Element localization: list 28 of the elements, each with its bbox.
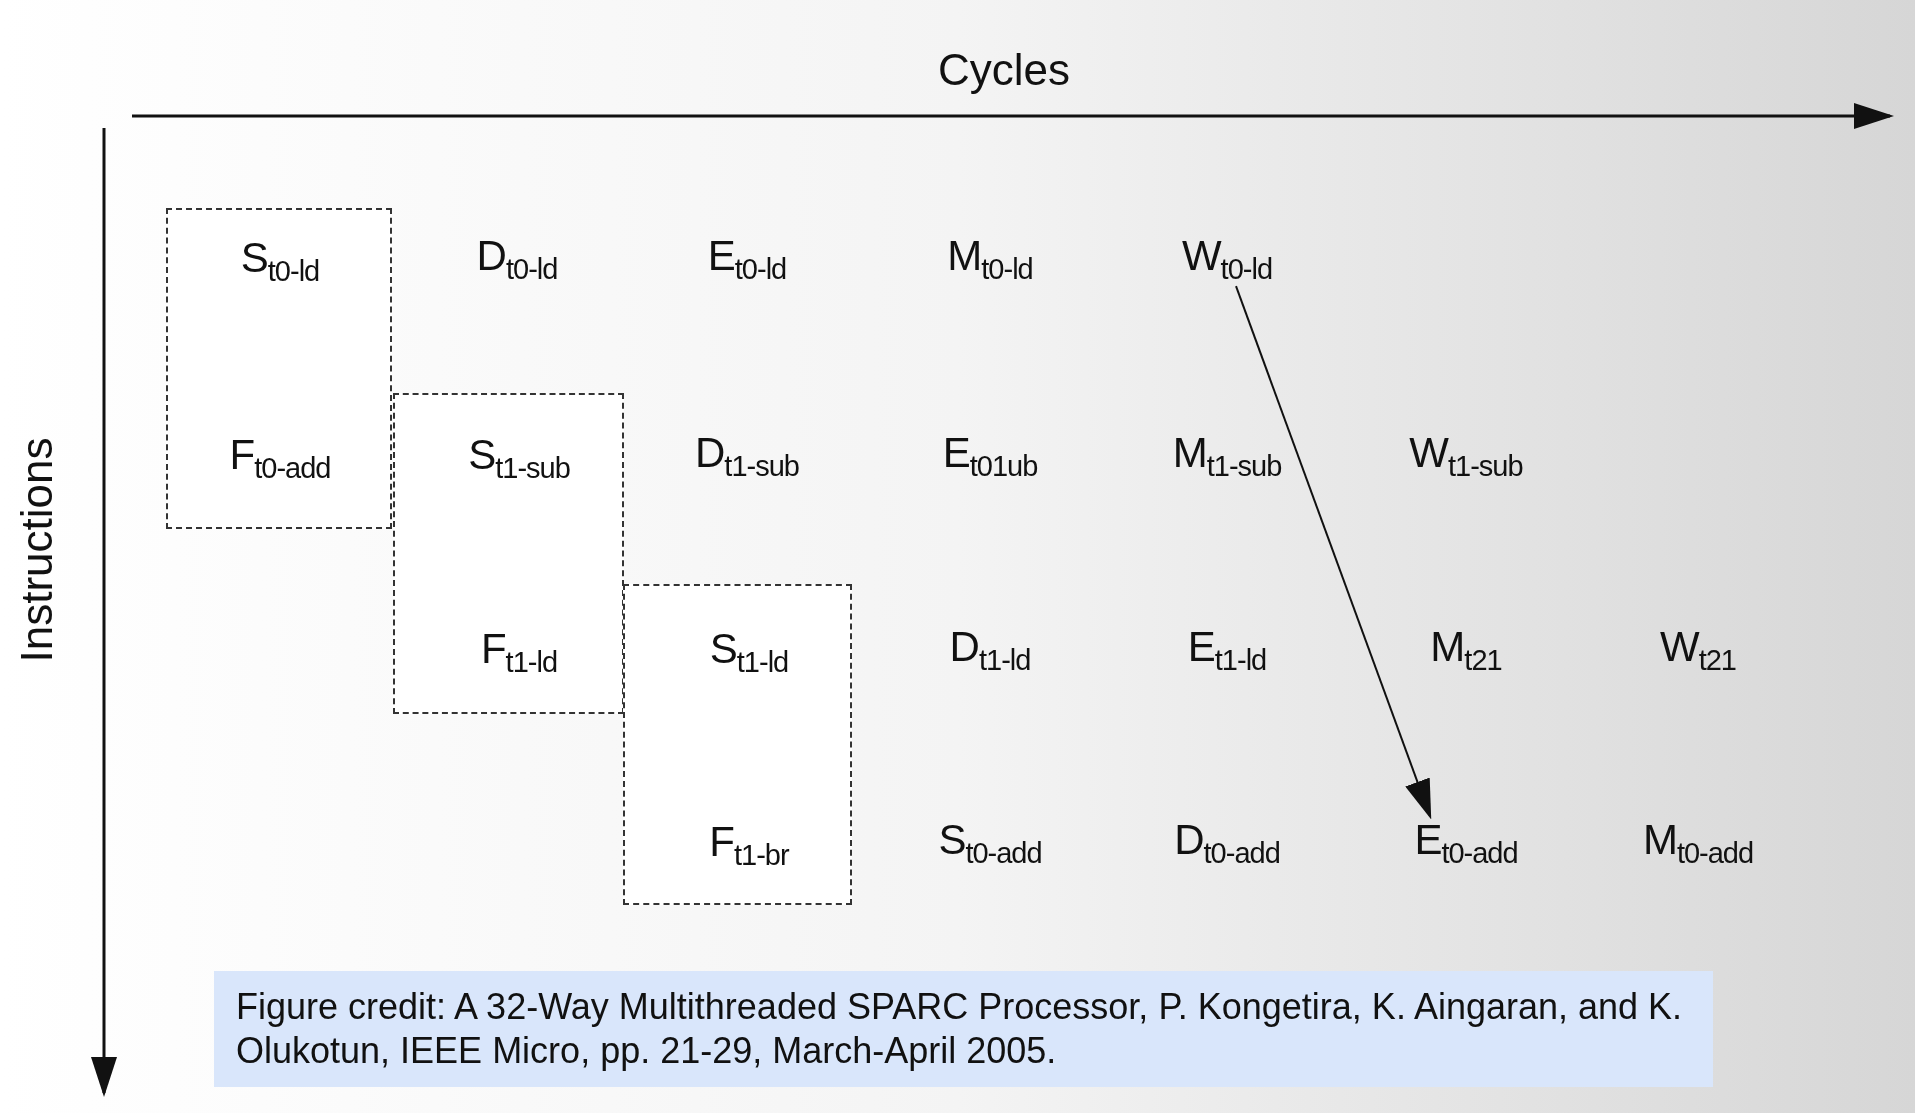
stage-label: W$_{t0-ld}$	[1181, 231, 1273, 287]
stage-label: D$_{t0-add}$	[1174, 815, 1280, 871]
dashed-box	[166, 208, 392, 529]
stage-label: S$_{t0-add}$	[938, 815, 1042, 871]
stage-label: S$_{t1-sub}$	[468, 430, 570, 486]
stage-label: D$_{t0-ld}$	[476, 231, 558, 287]
axis-title: Cycles	[938, 45, 1070, 95]
dashed-box	[623, 584, 852, 905]
stage-label: S$_{t0-ld}$	[240, 233, 320, 289]
stage-label: E$_{t0-add}$	[1414, 815, 1518, 871]
caption: Figure credit: A 32-Way Multithreaded SPARC Processor, P. Kongetira, K. Aingaran, and K. Olukotun, IEEE Micro, pp. 21-29, March-April 2005.	[214, 971, 1713, 1087]
stage-label: F$_{t1-ld}$	[480, 624, 558, 680]
axis-title: Instructions	[12, 437, 62, 663]
stage-label: E$_{t01ub}$	[942, 428, 1038, 484]
stage-label: W$_{t1-sub}$	[1409, 428, 1523, 484]
stage-label: M$_{t0-add}$	[1642, 815, 1754, 871]
stage-label: S$_{t1-ld}$	[709, 624, 789, 680]
dashed-box	[393, 393, 624, 714]
stage-label: W$_{t21}$	[1660, 622, 1736, 678]
stage-label: M$_{t1-sub}$	[1172, 428, 1282, 484]
stage-label: D$_{t1-sub}$	[695, 428, 799, 484]
stage-label: D$_{t1-ld}$	[949, 622, 1031, 678]
stage-label: M$_{t0-ld}$	[947, 231, 1033, 287]
stage-label: E$_{t0-ld}$	[707, 231, 787, 287]
stage-label: M$_{t21}$	[1430, 622, 1502, 678]
stage-label: F$_{t0-add}$	[229, 430, 331, 486]
stage-label: E$_{t1-ld}$	[1187, 622, 1267, 678]
stage-label: F$_{t1-br}$	[709, 817, 789, 873]
